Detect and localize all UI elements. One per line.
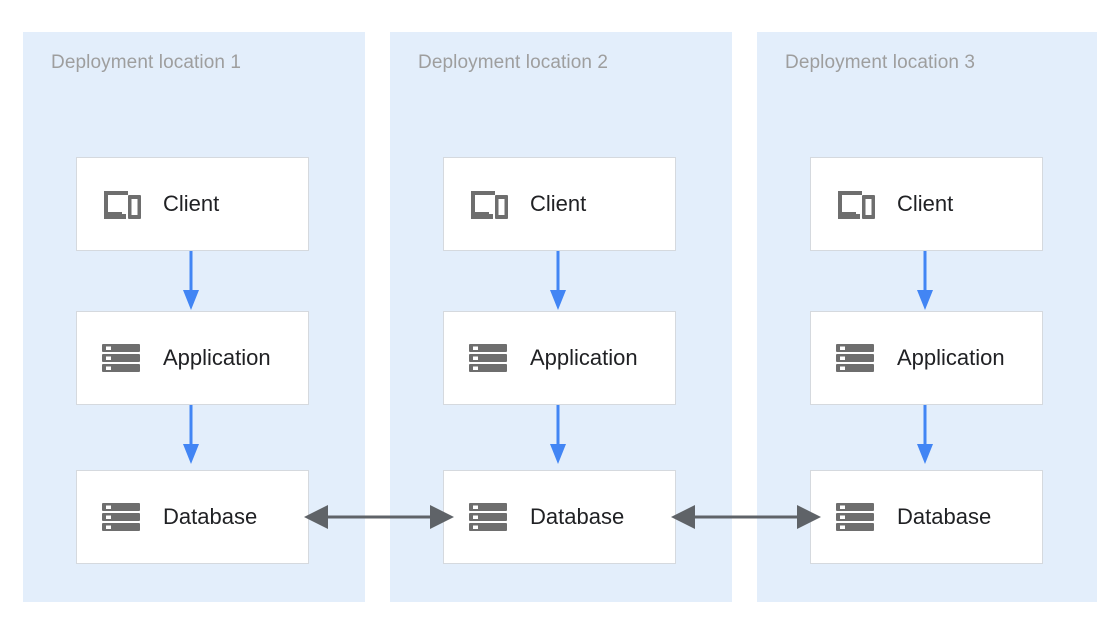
node-label-client-3: Client <box>897 191 954 216</box>
node-label-application-2: Application <box>530 345 638 370</box>
node-label-database-3: Database <box>897 504 992 529</box>
server-icon <box>833 336 877 380</box>
node-label-application-1: Application <box>163 345 271 370</box>
devices-icon <box>466 182 510 226</box>
flow-arrow-client-to-app-1 <box>179 251 203 311</box>
node-label-database-2: Database <box>530 504 625 529</box>
zone-title-2: Deployment location 2 <box>418 52 609 73</box>
server-icon <box>99 336 143 380</box>
flow-arrow-app-to-db-1 <box>179 405 203 465</box>
node-label-client-1: Client <box>163 191 220 216</box>
deployment-zone-3: Deployment location 3 Client <box>757 32 1097 602</box>
zone-title-1: Deployment location 1 <box>51 52 242 73</box>
devices-icon <box>833 182 877 226</box>
node-application-2[interactable]: Application <box>443 311 676 405</box>
zone-title-3: Deployment location 3 <box>785 52 976 73</box>
node-application-3[interactable]: Application <box>810 311 1043 405</box>
node-client-3[interactable]: Client <box>810 157 1043 251</box>
replication-arrow-db1-db2 <box>303 495 455 539</box>
flow-arrow-app-to-db-2 <box>546 405 570 465</box>
node-label-database-1: Database <box>163 504 258 529</box>
node-database-2[interactable]: Database <box>443 470 676 564</box>
node-label-client-2: Client <box>530 191 587 216</box>
devices-icon <box>99 182 143 226</box>
node-application-1[interactable]: Application <box>76 311 309 405</box>
server-icon <box>466 336 510 380</box>
node-client-2[interactable]: Client <box>443 157 676 251</box>
flow-arrow-app-to-db-3 <box>913 405 937 465</box>
server-icon <box>99 495 143 539</box>
deployment-zone-1: Deployment location 1 Client <box>23 32 365 602</box>
deployment-zone-2: Deployment location 2 Client <box>390 32 732 602</box>
server-icon <box>833 495 877 539</box>
node-database-1[interactable]: Database <box>76 470 309 564</box>
node-client-1[interactable]: Client <box>76 157 309 251</box>
node-label-application-3: Application <box>897 345 1005 370</box>
flow-arrow-client-to-app-3 <box>913 251 937 311</box>
flow-arrow-client-to-app-2 <box>546 251 570 311</box>
server-icon <box>466 495 510 539</box>
node-database-3[interactable]: Database <box>810 470 1043 564</box>
replication-arrow-db2-db3 <box>670 495 822 539</box>
